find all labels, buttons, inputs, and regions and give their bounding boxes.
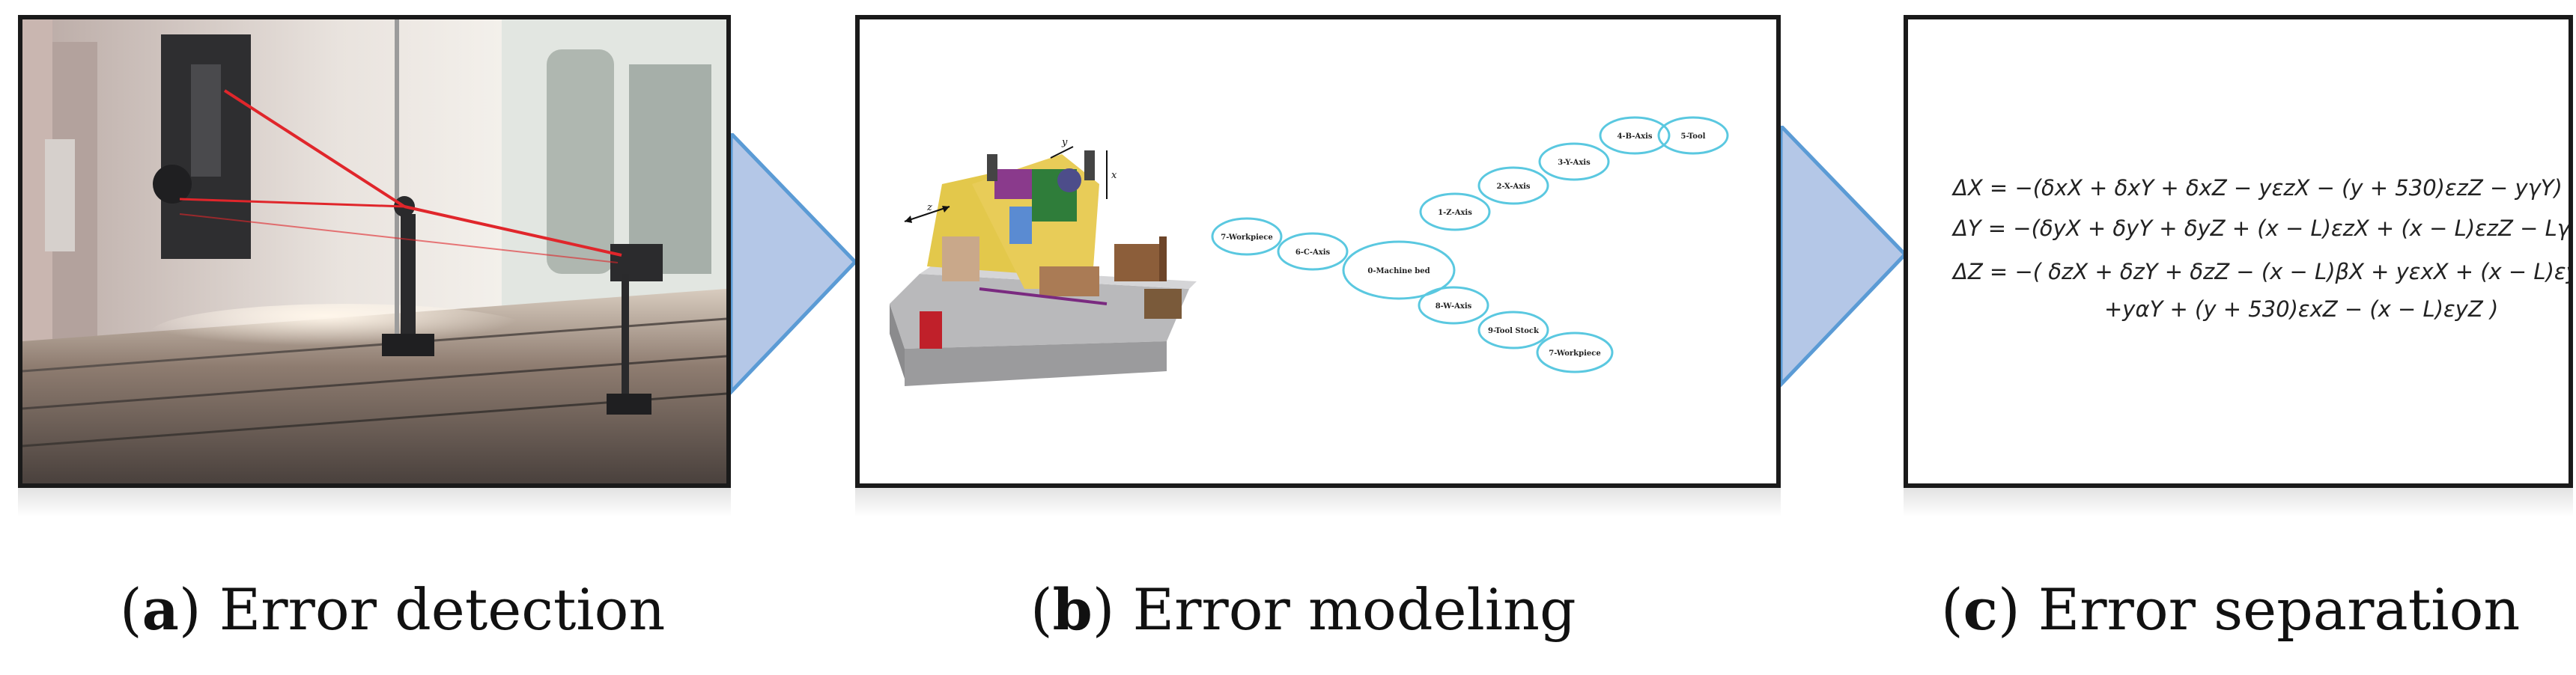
node-label-w-axis: 8-W-Axis	[1436, 302, 1472, 311]
node-workpiece-a	[1211, 217, 1283, 256]
caption-b: (b) Error modeling	[1030, 576, 1576, 643]
panel-a-shadow	[18, 488, 731, 516]
axis-label-y: y	[1061, 137, 1068, 148]
machine-tool-model: z y x	[890, 137, 1197, 386]
error-separation-panel: ΔX = −(δxX + δxY + δxZ − yεzX − (y + 530…	[1904, 15, 2573, 488]
kinematic-chain-graph	[1211, 116, 1729, 373]
node-label-x-axis: 2-X-Axis	[1496, 183, 1530, 191]
error-modeling-panel: z y x 7-Workpiece 6-C-Axis 0-Machine bed…	[855, 15, 1781, 488]
node-workpiece-b	[1536, 332, 1614, 373]
node-tool-stock	[1477, 311, 1549, 349]
node-label-z-axis: 1-Z-Axis	[1438, 209, 1472, 217]
node-z-axis	[1419, 192, 1491, 231]
equation-delta-x: ΔX = −(δxX + δxY + δxZ − yεzX − (y + 530…	[1953, 175, 2563, 201]
arrow-b-to-c	[1781, 126, 1908, 388]
caption-a-letter: a	[142, 576, 179, 643]
node-label-tool: 5-Tool	[1681, 132, 1706, 141]
caption-a-text: Error detection	[201, 576, 666, 643]
caption-a: (a) Error detection	[120, 576, 666, 643]
node-machine-bed	[1342, 240, 1456, 300]
equation-delta-z-line2: +yαY + (y + 530)εxZ − (x − L)εyZ )	[2104, 296, 2499, 322]
node-c-axis	[1277, 232, 1349, 271]
arrow-a-to-b	[731, 133, 858, 395]
node-x-axis	[1477, 166, 1549, 205]
node-label-c-axis: 6-C-Axis	[1295, 248, 1331, 257]
caption-c: (c) Error separation	[1941, 576, 2521, 643]
panel-c-shadow	[1904, 488, 2573, 516]
axis-label-x: x	[1111, 170, 1117, 181]
equation-delta-z-line1: ΔZ = −( δzX + δzY + δzZ − (x − L)βX + yε…	[1953, 259, 2573, 284]
error-model-diagram: z y x 7-Workpiece 6-C-Axis 0-Machine bed…	[890, 116, 1729, 386]
node-label-b-axis: 4-B-Axis	[1617, 132, 1652, 141]
node-label-workpiece-a: 7-Workpiece	[1221, 233, 1272, 242]
caption-b-letter: b	[1052, 576, 1093, 643]
panel-b-shadow	[855, 488, 1781, 516]
error-detection-photo-panel	[18, 15, 731, 488]
caption-b-text: Error modeling	[1114, 576, 1576, 643]
node-label-workpiece-b: 7-Workpiece	[1549, 349, 1600, 358]
node-tool	[1657, 116, 1729, 155]
node-w-axis	[1418, 286, 1489, 325]
node-label-y-axis: 3-Y-Axis	[1558, 159, 1591, 167]
caption-c-letter: c	[1963, 576, 1998, 643]
node-b-axis	[1599, 116, 1671, 155]
node-label-tool-stock: 9-Tool Stock	[1488, 327, 1540, 335]
axis-label-z: z	[926, 202, 932, 213]
node-label-machine-bed: 0-Machine bed	[1367, 267, 1430, 275]
caption-c-text: Error separation	[2020, 576, 2521, 643]
laser-measurement-photo	[22, 19, 726, 483]
node-y-axis	[1538, 142, 1610, 181]
equation-delta-y: ΔY = −(δyX + δyY + δyZ + (x − L)εzX + (x…	[1953, 216, 2573, 241]
